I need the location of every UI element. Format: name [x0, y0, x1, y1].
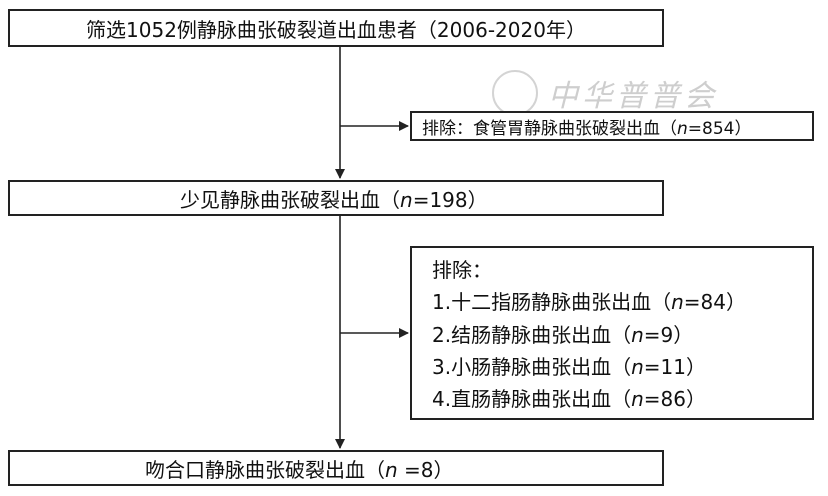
box-screening: 筛选1052例静脉曲张破裂道出血患者（2006-2020年） [8, 9, 664, 47]
seal-icon [492, 70, 538, 116]
rare-label: 少见静脉曲张破裂出血（n=198） [180, 187, 488, 212]
box-exclude-esophageal: 排除：食管胃静脉曲张破裂出血（n=854） [410, 111, 814, 141]
exclude-item: 4.直肠静脉曲张出血（n=86） [432, 387, 706, 411]
exclude-esophageal-label: 排除：食管胃静脉曲张破裂出血（n=854） [422, 118, 752, 139]
exclude-item: 3.小肠静脉曲张出血（n=11） [432, 354, 706, 379]
watermark: 中华普普会 [492, 70, 718, 116]
anastomotic-label: 吻合口静脉曲张破裂出血（n =8） [145, 457, 454, 482]
watermark-text: 中华普普会 [548, 79, 718, 114]
exclude-item: 1.十二指肠静脉曲张出血（n=84） [432, 290, 746, 315]
box-exclude-rare: 排除： 1.十二指肠静脉曲张出血（n=84） 2.结肠静脉曲张出血（n=9） 3… [410, 246, 814, 420]
screening-label: 筛选1052例静脉曲张破裂道出血患者（2006-2020年） [86, 17, 586, 42]
exclude-title: 排除： [432, 258, 492, 282]
box-rare-bleeding: 少见静脉曲张破裂出血（n=198） [8, 180, 664, 216]
box-anastomotic: 吻合口静脉曲张破裂出血（n =8） [8, 450, 664, 486]
exclude-item: 2.结肠静脉曲张出血（n=9） [432, 322, 694, 347]
